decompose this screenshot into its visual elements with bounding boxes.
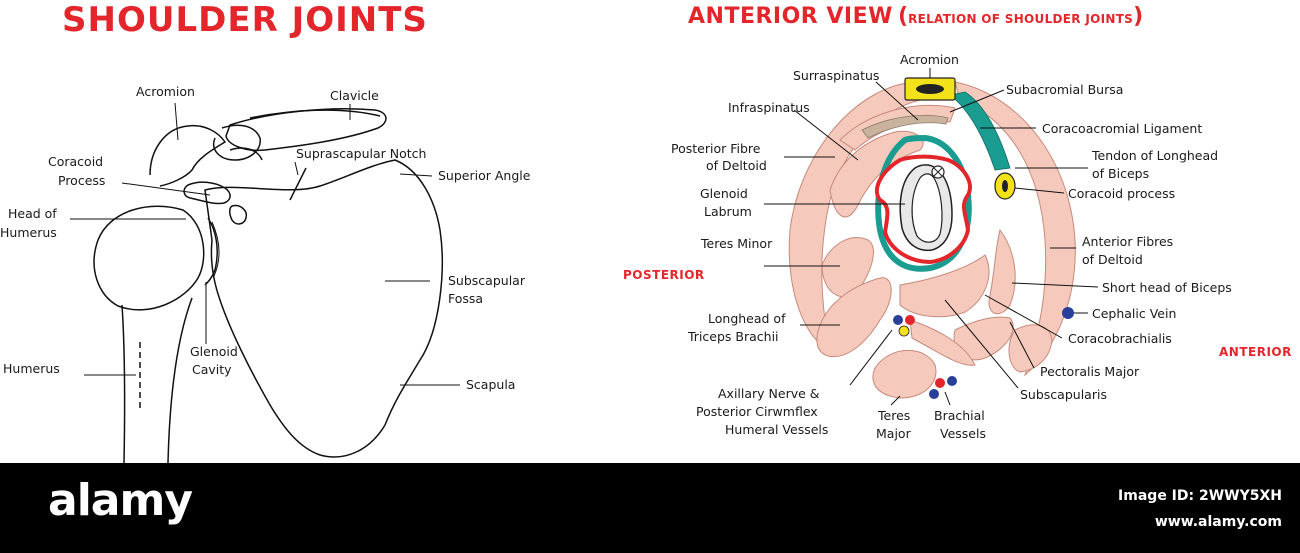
longhead-triceps [816, 277, 892, 358]
label-tendon-2: of Biceps [1092, 166, 1149, 181]
brachial-vessel-red [935, 378, 945, 388]
label-infraspinatus: Infraspinatus [728, 100, 810, 115]
label-longhead-2: Triceps Brachii [687, 329, 779, 344]
label-subscapularis: Subscapularis [1020, 387, 1107, 402]
cephalic-vein [1062, 307, 1074, 319]
label-coracoid-1: Coracoid [48, 154, 103, 169]
humerus-shaft-outline [121, 304, 126, 463]
brachial-vessel-blue-1 [947, 376, 957, 386]
label-scapula: Scapula [466, 377, 515, 392]
label-post-fibre-2: of Deltoid [706, 158, 767, 173]
infraspinatus [829, 130, 924, 218]
label-glenoid-2: Cavity [192, 362, 232, 377]
axillary-vessel-blue [893, 315, 903, 325]
label-coracoacromial: Coracoacromial Ligament [1042, 121, 1202, 136]
short-head-biceps [988, 228, 1016, 315]
label-tendon-1: Tendon of Longhead [1091, 148, 1218, 163]
brand-logo: alamy [48, 475, 193, 526]
glenoid-teal-ring [875, 134, 972, 272]
label-teres-minor: Teres Minor [700, 236, 773, 251]
coracoid-bone [994, 172, 1016, 200]
subscapularis [899, 254, 990, 318]
label-coracoid-right: Coracoid process [1068, 186, 1175, 201]
right-title-main: ANTERIOR VIEW [688, 4, 893, 29]
coracobrachialis [953, 316, 1014, 361]
label-glenoid-labrum-1: Glenoid [700, 186, 748, 201]
label-subscapular-1: Subscapular [448, 273, 526, 288]
scapula-outline [204, 159, 443, 458]
label-longhead-1: Longhead of [708, 311, 786, 326]
right-title-paren-close: ) [1133, 4, 1144, 29]
label-short-head: Short head of Biceps [1102, 280, 1232, 295]
image-id: Image ID: 2WWY5XH www.alamy.com [1118, 483, 1282, 535]
clavicle-outline [225, 108, 387, 152]
label-subscapular-2: Fossa [448, 291, 483, 306]
posterior-deltoid [788, 81, 921, 351]
acromion-bone [904, 77, 956, 101]
label-cephalic: Cephalic Vein [1092, 306, 1176, 321]
label-clavicle: Clavicle [330, 88, 379, 103]
label-acromion-right: Acromion [900, 52, 959, 67]
label-glenoid-1: Glenoid [190, 344, 238, 359]
axillary-vessel-red [905, 315, 915, 325]
label-axillary-2: Posterior Cirwmflex [696, 404, 818, 419]
image-id-line-1: Image ID: 2WWY5XH [1118, 488, 1282, 504]
label-ant-fibres-1: Anterior Fibres [1082, 234, 1173, 249]
label-head-1: Head of [8, 206, 57, 221]
axillary-nerve-yellow [898, 325, 910, 337]
teres-minor [821, 237, 874, 298]
label-coracoid-2: Process [58, 173, 105, 188]
label-post-fibre-1: Posterior Fibre [671, 141, 761, 156]
humerus-head-outline [93, 205, 205, 311]
label-suprascapular-notch: Suprascapular Notch [296, 146, 426, 161]
label-acromion-left: Acromion [136, 84, 195, 99]
brachial-vessel-blue-2 [929, 389, 939, 399]
label-superior-angle: Superior Angle [438, 168, 531, 183]
right-title-paren-open: ( [898, 4, 909, 29]
label-axillary-3: Humeral Vessels [725, 422, 828, 437]
label-ant-fibres-2: of Deltoid [1082, 252, 1143, 267]
right-title-sub: RELATION OF SHOULDER JOINTS [908, 12, 1134, 26]
acromion-outline [149, 124, 227, 187]
label-coracobrachialis: Coracobrachialis [1068, 331, 1172, 346]
label-humerus: Humerus [3, 361, 60, 376]
coracoacromial-ligament [949, 91, 1011, 171]
label-head-2: Humerus [0, 225, 57, 240]
shoulder-bones-diagram: Acromion Clavicle Coracoid Process Supra… [0, 84, 531, 463]
label-subacromial-bursa: Subacromial Bursa [1006, 82, 1123, 97]
supraspinatus [839, 104, 956, 151]
label-pectoralis: Pectoralis Major [1040, 364, 1140, 379]
label-anterior: ANTERIOR [1219, 345, 1292, 359]
label-brachial-2: Vessels [940, 426, 986, 441]
coracoid-outline [183, 181, 231, 205]
image-id-line-2: www.alamy.com [1154, 514, 1282, 530]
teres-major [872, 349, 937, 399]
label-glenoid-labrum-2: Labrum [704, 204, 752, 219]
left-title: SHOULDER JOINTS [62, 0, 428, 40]
label-teres-major-1: Teres [877, 408, 910, 423]
glenoid-labrum [874, 154, 972, 265]
anterior-deltoid [954, 81, 1076, 377]
label-surraspinatus: Surraspinatus [793, 68, 879, 83]
diagram-stage: SHOULDER JOINTS ANTERIOR VIEW (RELATION … [0, 0, 1292, 463]
footer-bar: alamy Image ID: 2WWY5XH www.alamy.com [0, 463, 1300, 553]
pectoralis-major [1008, 324, 1053, 373]
label-axillary-1: Axillary Nerve & [718, 386, 820, 401]
humeral-head-section [899, 164, 953, 252]
label-teres-major-2: Major [876, 426, 912, 441]
label-brachial-1: Brachial [934, 408, 985, 423]
right-title: ANTERIOR VIEW (RELATION OF SHOULDER JOIN… [688, 4, 1143, 29]
